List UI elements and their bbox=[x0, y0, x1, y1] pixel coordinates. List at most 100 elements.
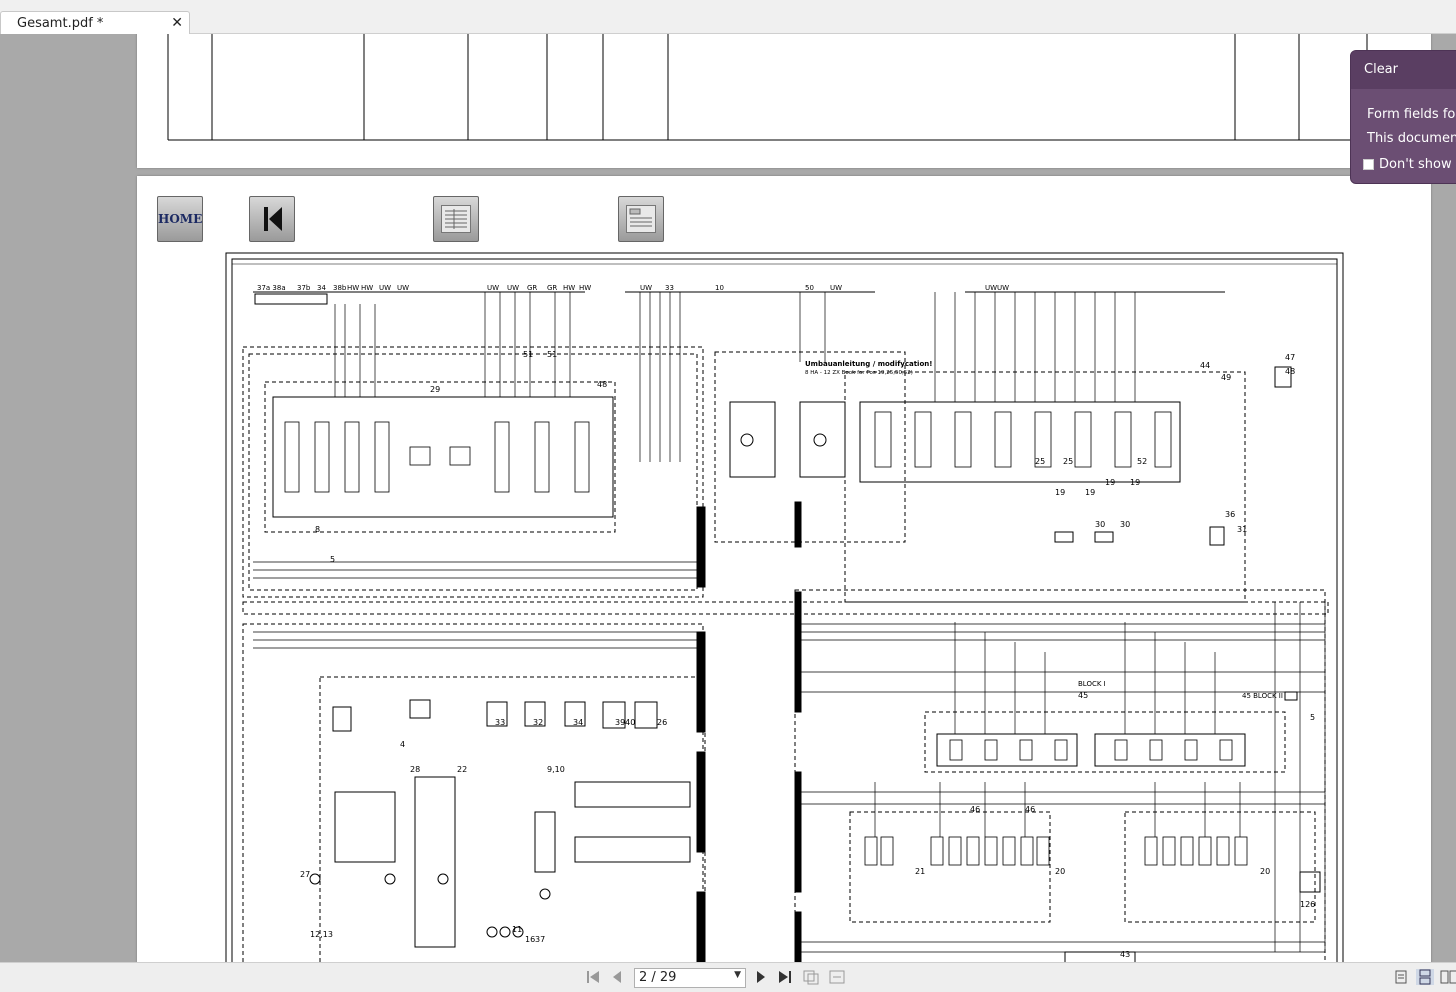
fit-page-icon[interactable] bbox=[802, 969, 820, 985]
schematic-part-number: 20 bbox=[1055, 867, 1065, 876]
schematic-header-label: 50 bbox=[805, 284, 814, 292]
previous-page-table bbox=[167, 34, 1431, 141]
schematic-part-number: 44 bbox=[1200, 361, 1210, 370]
schematic-header-label: HW bbox=[347, 284, 359, 292]
document-tab[interactable]: Gesamt.pdf * ✕ bbox=[0, 11, 190, 35]
schematic-part-number: 8 bbox=[315, 525, 320, 534]
schematic-part-number: 9,10 bbox=[547, 765, 565, 774]
schematic-part-number: 11 bbox=[512, 925, 522, 934]
schematic-part-number: 28 bbox=[410, 765, 420, 774]
schematic-part-number: 4 bbox=[400, 740, 405, 749]
schematic-header-label: 37b bbox=[297, 284, 311, 292]
schematic-part-number: 19 bbox=[1130, 478, 1140, 487]
form-fields-notice: Clear Form fields foun This document c D… bbox=[1350, 50, 1456, 184]
svg-text:BLOCK I: BLOCK I bbox=[1078, 680, 1106, 688]
schematic-header-label: 33 bbox=[665, 284, 674, 292]
schematic-part-number: 26 bbox=[657, 718, 667, 727]
pdf-page-current: HOME bbox=[137, 176, 1431, 962]
schematic-part-number: 48 bbox=[1285, 367, 1295, 376]
fit-width-icon[interactable] bbox=[828, 969, 846, 985]
schematic-part-number: 12,13 bbox=[310, 930, 333, 939]
parts-list-button[interactable] bbox=[618, 196, 664, 242]
page-number-field[interactable]: 2 / 29 ▼ bbox=[634, 968, 746, 988]
facing-page-icon[interactable] bbox=[1440, 969, 1456, 985]
schematic-part-number: 46 bbox=[970, 805, 980, 814]
schematic-part-number: 3940 bbox=[615, 718, 635, 727]
schematic-part-number: 49 bbox=[1221, 373, 1231, 382]
schematic-part-number: 20 bbox=[1260, 867, 1270, 876]
schematic-part-number: 126 bbox=[1300, 900, 1315, 909]
schematic-part-number: 21 bbox=[915, 867, 925, 876]
continuous-page-icon[interactable] bbox=[1416, 969, 1434, 985]
pdf-page-previous bbox=[137, 34, 1431, 168]
schematic-part-number: 5 bbox=[330, 555, 335, 564]
svg-text:45 BLOCK II: 45 BLOCK II bbox=[1242, 692, 1283, 700]
schematic-header-label: GR bbox=[547, 284, 557, 292]
single-page-icon[interactable] bbox=[1392, 969, 1410, 985]
schematic-part-number: 16 bbox=[525, 935, 535, 944]
schematic-part-number: 19 bbox=[1085, 488, 1095, 497]
prev-page-icon[interactable] bbox=[608, 969, 626, 985]
home-label: HOME bbox=[158, 212, 203, 226]
schematic-part-number: 19 bbox=[1105, 478, 1115, 487]
document-list-icon bbox=[441, 205, 471, 233]
schematic-part-number: 52 bbox=[1137, 457, 1147, 466]
schematic-part-number: 47 bbox=[1285, 353, 1295, 362]
document-form-icon bbox=[626, 205, 656, 233]
schematic-part-number: 22 bbox=[457, 765, 467, 774]
schematic-header-label: HW bbox=[563, 284, 575, 292]
schematic-part-number: 48 bbox=[597, 380, 607, 389]
svg-text:Umbauanleitung / modifycation!: Umbauanleitung / modifycation! bbox=[805, 360, 932, 368]
schematic-part-number: 36 bbox=[1225, 510, 1235, 519]
schematic-header-label: UW bbox=[997, 284, 1009, 292]
next-page-icon[interactable] bbox=[752, 969, 770, 985]
document-viewport[interactable]: HOME bbox=[0, 34, 1456, 962]
back-button[interactable] bbox=[249, 196, 295, 242]
schematic-header-label: UW bbox=[487, 284, 499, 292]
schematic-part-number: 46 bbox=[1025, 805, 1035, 814]
schematic-header-label: UW bbox=[379, 284, 391, 292]
schematic-part-number: 5 bbox=[1310, 713, 1315, 722]
chevron-down-icon[interactable]: ▼ bbox=[734, 970, 741, 980]
schematic-part-number: 34 bbox=[573, 718, 583, 727]
schematic-header-label: UW bbox=[985, 284, 997, 292]
schematic-header-label: GR bbox=[527, 284, 537, 292]
schematic-header-label: 34 bbox=[317, 284, 326, 292]
svg-text:8 HA - 12 ZX Book for Pos 19,2: 8 HA - 12 ZX Book for Pos 19,25,50,52) bbox=[805, 370, 913, 376]
first-page-icon[interactable] bbox=[584, 969, 602, 985]
table-of-contents-button[interactable] bbox=[433, 196, 479, 242]
schematic-header-label: HW bbox=[361, 284, 373, 292]
schematic-header-label: UW bbox=[830, 284, 842, 292]
close-icon[interactable]: ✕ bbox=[171, 15, 183, 31]
schematic-part-number: 33 bbox=[495, 718, 505, 727]
skip-back-icon bbox=[264, 207, 282, 231]
clear-bar[interactable]: Clear bbox=[1351, 51, 1456, 89]
schematic-header-label: UW bbox=[507, 284, 519, 292]
schematic-header-label: 37a 38a bbox=[257, 284, 286, 292]
page-navigation-bar: 2 / 29 ▼ bbox=[0, 962, 1456, 992]
schematic-part-number: 25 bbox=[1035, 457, 1045, 466]
svg-text:45: 45 bbox=[1078, 691, 1088, 700]
schematic-part-number: 51 bbox=[523, 350, 533, 359]
notice-message-line1: Form fields foun bbox=[1367, 107, 1456, 122]
clear-button[interactable]: Clear bbox=[1364, 62, 1398, 77]
tab-title: Gesamt.pdf * bbox=[17, 16, 104, 31]
schematic-part-number: 27 bbox=[300, 870, 310, 879]
schematic-header-label: 10 bbox=[715, 284, 724, 292]
schematic-header-label: 38b bbox=[333, 284, 347, 292]
home-button[interactable]: HOME bbox=[157, 196, 203, 242]
schematic-part-number: 30 bbox=[1095, 520, 1105, 529]
dont-show-again-checkbox[interactable] bbox=[1363, 159, 1374, 170]
schematic-part-number: 32 bbox=[533, 718, 543, 727]
schematic-header-label: HW bbox=[579, 284, 591, 292]
hydraulic-schematic: Umbauanleitung / modifycation! 8 HA - 12… bbox=[225, 252, 1344, 962]
last-page-icon[interactable] bbox=[776, 969, 794, 985]
schematic-header-label: UW bbox=[640, 284, 652, 292]
notice-message-line2: This document c bbox=[1367, 131, 1456, 146]
schematic-part-number: 25 bbox=[1063, 457, 1073, 466]
tab-bar: Gesamt.pdf * ✕ bbox=[0, 0, 1456, 35]
schematic-part-number: 30 bbox=[1120, 520, 1130, 529]
schematic-header-label: UW bbox=[397, 284, 409, 292]
schematic-part-number: 19 bbox=[1055, 488, 1065, 497]
schematic-part-number: 51 bbox=[547, 350, 557, 359]
